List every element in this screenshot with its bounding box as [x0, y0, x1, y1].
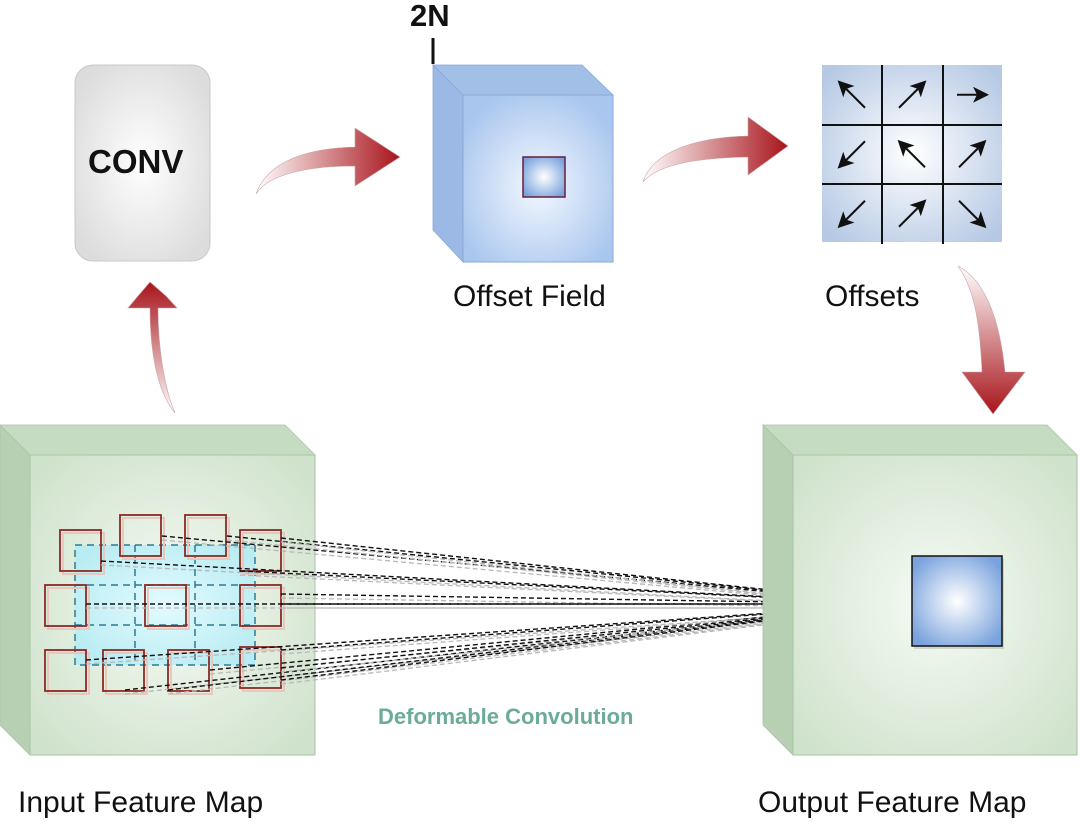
sample-box	[102, 649, 145, 692]
input-feature-map-label: Input Feature Map	[18, 786, 264, 819]
offset-arrow-south-west-icon	[837, 140, 866, 169]
output-pixel	[911, 555, 1003, 647]
offset-arrow-north-west-icon	[837, 80, 866, 109]
arrow-offsets-to-output-icon	[957, 265, 1026, 415]
offset-field-kernel	[522, 156, 566, 198]
sample-box	[119, 514, 162, 557]
channel-label: 2N	[410, 0, 450, 33]
sample-box	[144, 584, 187, 627]
sample-box	[239, 584, 282, 627]
output-feature-map-cube	[762, 424, 1078, 756]
offsets-label: Offsets	[825, 280, 920, 313]
offsets-grid	[822, 65, 1002, 244]
sampling-line	[226, 535, 903, 605]
offset-arrow-north-east-icon	[898, 199, 927, 228]
arrow-offset-field-to-offsets-icon	[642, 116, 789, 183]
sampling-line	[167, 603, 903, 691]
offset-arrow-south-east-icon	[958, 200, 987, 229]
conv-label: CONV	[88, 143, 184, 180]
sample-box	[184, 514, 227, 557]
offset-arrow-north-east-icon	[898, 80, 927, 109]
regular-grid-region	[74, 544, 256, 666]
offset-field-cube	[431, 38, 614, 264]
input-feature-map-cube	[0, 424, 316, 756]
arrow-conv-to-offset-field-icon	[255, 127, 401, 195]
offset-arrow-south-west-icon	[837, 200, 866, 229]
arrow-input-to-conv-icon	[127, 281, 178, 414]
sample-box	[44, 584, 87, 627]
offset-arrow-north-east-icon	[958, 139, 987, 168]
sample-box	[59, 529, 102, 572]
offset-arrow-north-west-icon	[897, 139, 926, 168]
conv-block	[74, 64, 211, 262]
sample-box	[239, 529, 282, 572]
sample-box	[44, 649, 87, 692]
output-feature-map-label: Output Feature Map	[758, 786, 1027, 819]
offset-field-label: Offset Field	[453, 280, 606, 313]
operation-label: Deformable Convolution	[378, 704, 634, 729]
